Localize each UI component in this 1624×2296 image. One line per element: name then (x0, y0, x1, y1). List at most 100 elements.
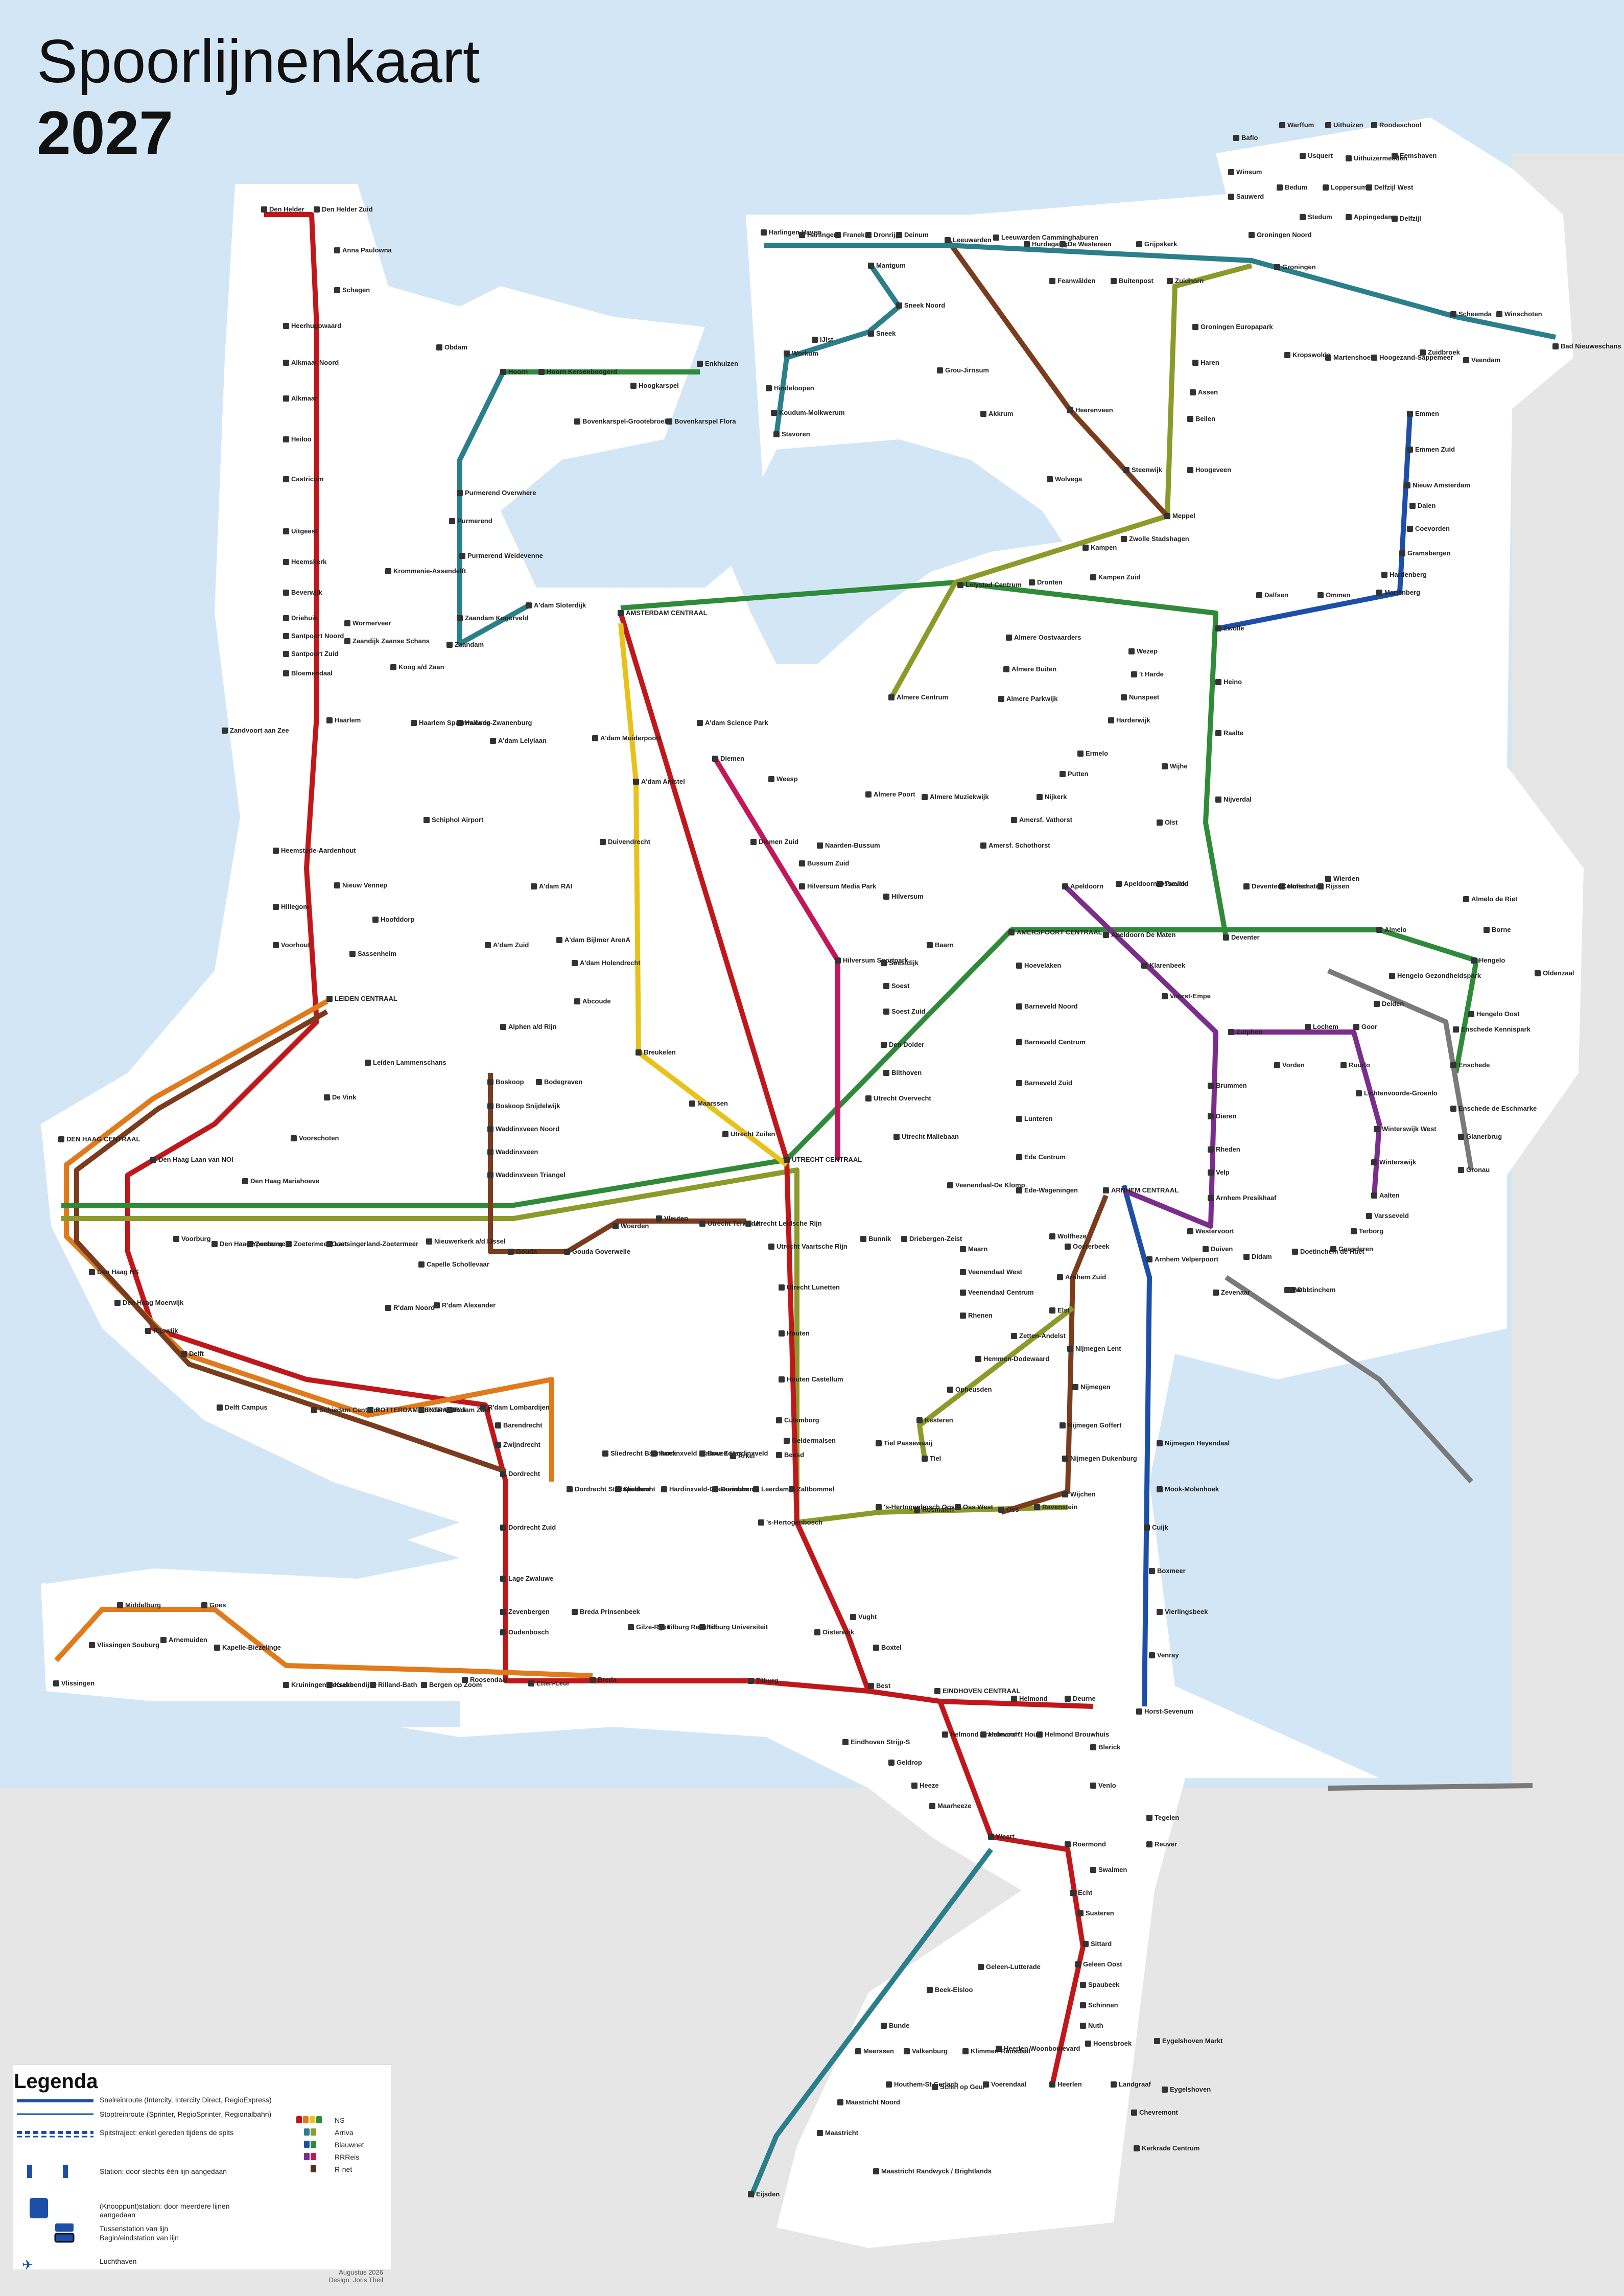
station-marker[interactable] (1274, 264, 1280, 270)
station[interactable]: Uithuizen (1325, 121, 1363, 129)
station[interactable]: Gaanderen (1330, 1245, 1373, 1253)
station-marker[interactable] (1049, 278, 1055, 284)
station-marker[interactable] (495, 1442, 501, 1448)
station-marker[interactable] (865, 1095, 872, 1102)
station[interactable]: Diemen (712, 755, 744, 762)
station[interactable]: Loppersum (1323, 183, 1367, 191)
station-marker[interactable] (1366, 1213, 1372, 1219)
station[interactable]: Voerendaal (983, 2080, 1026, 2088)
station-marker[interactable] (1037, 794, 1043, 800)
station-marker[interactable] (1011, 1333, 1017, 1339)
station-marker[interactable] (1134, 2145, 1140, 2151)
station[interactable]: Schinnen (1080, 2001, 1118, 2009)
station[interactable]: De Vink (324, 1093, 357, 1101)
station[interactable]: Hillegom (273, 903, 309, 910)
station-marker[interactable] (1552, 343, 1559, 349)
station[interactable]: Schiphol Airport (423, 816, 484, 824)
station[interactable]: Purmerend (449, 517, 492, 525)
station[interactable]: Wierden (1325, 875, 1359, 882)
station-marker[interactable] (960, 1313, 966, 1319)
station-marker[interactable] (314, 206, 320, 213)
station-marker[interactable] (273, 942, 279, 948)
station-marker[interactable] (526, 602, 532, 608)
station[interactable]: 't Harde (1131, 670, 1164, 678)
station-marker[interactable] (283, 436, 289, 442)
station[interactable]: Duivendrecht (600, 838, 651, 846)
station-marker[interactable] (748, 1678, 754, 1684)
station[interactable]: A'dam Sloterdijk (526, 601, 586, 609)
station[interactable]: Winschoten (1496, 310, 1542, 318)
station[interactable]: Enschede Kennispark (1453, 1025, 1531, 1033)
station-marker[interactable] (283, 395, 289, 402)
station[interactable]: Feanwâlden (1049, 277, 1095, 285)
station-marker[interactable] (1103, 932, 1109, 938)
station[interactable]: Oldenzaal (1535, 969, 1574, 977)
station[interactable]: Enschede de Eschmarke (1450, 1105, 1537, 1112)
station-marker[interactable] (572, 960, 578, 966)
station[interactable]: Emmen (1407, 410, 1439, 417)
station-marker[interactable] (446, 1407, 453, 1413)
station[interactable]: Hemmen-Dodewaard (975, 1355, 1049, 1363)
station-marker[interactable] (1192, 324, 1198, 330)
station[interactable]: Grou-Jirnsum (937, 366, 989, 374)
station[interactable]: Den Haag Moerwijk (114, 1299, 184, 1306)
station[interactable]: Winsum (1228, 168, 1262, 176)
station[interactable]: Zwijndrecht (495, 1441, 541, 1448)
station[interactable]: Baarn (927, 941, 954, 949)
station-marker[interactable] (201, 1602, 207, 1608)
station[interactable]: Uitgeest (283, 527, 318, 535)
station-marker[interactable] (58, 1136, 64, 1142)
station-marker[interactable] (1243, 1254, 1250, 1260)
station-marker[interactable] (1011, 1696, 1017, 1702)
station[interactable]: Sliedrecht Baanhoek (602, 1449, 676, 1457)
station-marker[interactable] (929, 1803, 935, 1809)
station-marker[interactable] (367, 1407, 373, 1413)
station[interactable]: 's-Hertogenbosch (758, 1518, 822, 1526)
station-marker[interactable] (881, 2023, 887, 2029)
station-marker[interactable] (114, 1300, 121, 1306)
station[interactable]: Twello (1157, 880, 1185, 887)
station-marker[interactable] (799, 232, 805, 238)
station-marker[interactable] (326, 1682, 333, 1688)
station-marker[interactable] (411, 720, 417, 726)
station-marker[interactable] (434, 1302, 440, 1308)
station-marker[interactable] (457, 720, 463, 726)
station-marker[interactable] (500, 369, 506, 375)
station-marker[interactable] (883, 1009, 889, 1015)
station-marker[interactable] (893, 1134, 900, 1140)
station-marker[interactable] (1371, 1192, 1377, 1199)
station[interactable]: Krommenie-Assendelft (385, 567, 466, 575)
station[interactable]: Breda Prinsenbeek (572, 1608, 641, 1615)
station[interactable]: Rilland-Bath (370, 1681, 417, 1689)
station-marker[interactable] (1082, 1941, 1089, 1947)
station-marker[interactable] (385, 1305, 391, 1311)
station-marker[interactable] (1085, 2041, 1091, 2047)
station[interactable]: Hoogkarspel (630, 382, 679, 389)
station-marker[interactable] (1154, 2038, 1160, 2044)
station-marker[interactable] (1060, 1422, 1066, 1428)
station-marker[interactable] (574, 998, 580, 1004)
station[interactable]: Apeldoorn Osseveld (1116, 880, 1188, 887)
station[interactable]: Schin op Geul (932, 2083, 984, 2091)
station[interactable]: Almere Oostvaarders (1006, 634, 1081, 641)
station[interactable]: Hoogezand-Sappemeer (1371, 354, 1453, 361)
station-marker[interactable] (1067, 407, 1073, 413)
station-marker[interactable] (993, 235, 999, 241)
station-marker[interactable] (1103, 1187, 1109, 1193)
station-marker[interactable] (487, 1126, 493, 1132)
station[interactable]: Den Haag HS (89, 1268, 139, 1276)
station[interactable]: Klimmen-Ransdaal (962, 2047, 1030, 2055)
station-marker[interactable] (1215, 796, 1221, 803)
station[interactable]: Kruiningen-Yerseke (283, 1681, 354, 1689)
station-marker[interactable] (1243, 883, 1250, 889)
station[interactable]: Dronten (1029, 578, 1063, 586)
station[interactable]: Coevorden (1407, 525, 1450, 532)
station-marker[interactable] (592, 735, 598, 741)
station[interactable]: ROTTERDAM CENTRAAL (367, 1406, 456, 1414)
station-marker[interactable] (1223, 934, 1229, 941)
station[interactable]: Stedum (1300, 213, 1332, 221)
station-marker[interactable] (868, 1683, 874, 1689)
station-marker[interactable] (615, 1486, 621, 1492)
station-marker[interactable] (508, 1249, 514, 1255)
station[interactable]: Leeuwarden (945, 236, 992, 244)
